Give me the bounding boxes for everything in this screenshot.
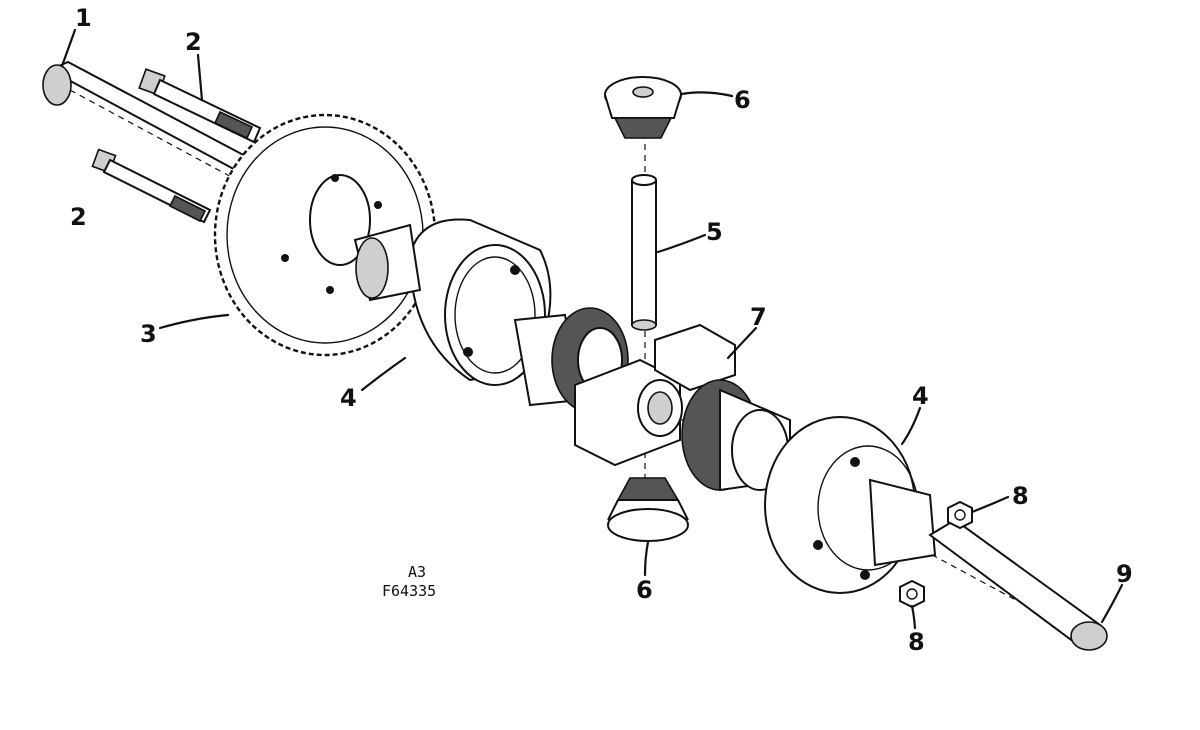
callout-3: 3 [140, 320, 157, 348]
callout-7: 7 [750, 303, 767, 331]
part-5-pin [631, 174, 657, 331]
callout-6-bottom: 6 [636, 576, 653, 604]
part-4-housing-right [764, 416, 937, 594]
part-2-bolt-lower [91, 148, 212, 224]
part-6-bevel-gear-top [604, 76, 682, 139]
part-6-bevel-gear-bottom [607, 477, 689, 542]
callout-9: 9 [1116, 560, 1133, 588]
callout-1: 1 [75, 4, 92, 32]
leader-lines [60, 28, 1124, 630]
callout-2-lower: 2 [70, 203, 87, 231]
part-8-nut-lower [899, 579, 925, 609]
callout-4-right: 4 [912, 382, 929, 410]
inner-side-gear-right [681, 379, 791, 492]
figure-code-line2: F64335 [382, 582, 436, 600]
part-7-block [654, 323, 736, 392]
part-8-nut-upper [947, 500, 973, 530]
callout-5: 5 [706, 218, 723, 246]
spider-block [574, 358, 683, 467]
callout-4-left: 4 [340, 384, 357, 412]
part-9-shaft [928, 518, 1108, 651]
callout-6-top: 6 [734, 86, 751, 114]
callout-2-upper: 2 [185, 28, 202, 56]
figure-code-line1: A3 [408, 563, 426, 581]
callout-8-lower: 8 [908, 628, 925, 656]
callout-8-upper: 8 [1012, 482, 1029, 510]
